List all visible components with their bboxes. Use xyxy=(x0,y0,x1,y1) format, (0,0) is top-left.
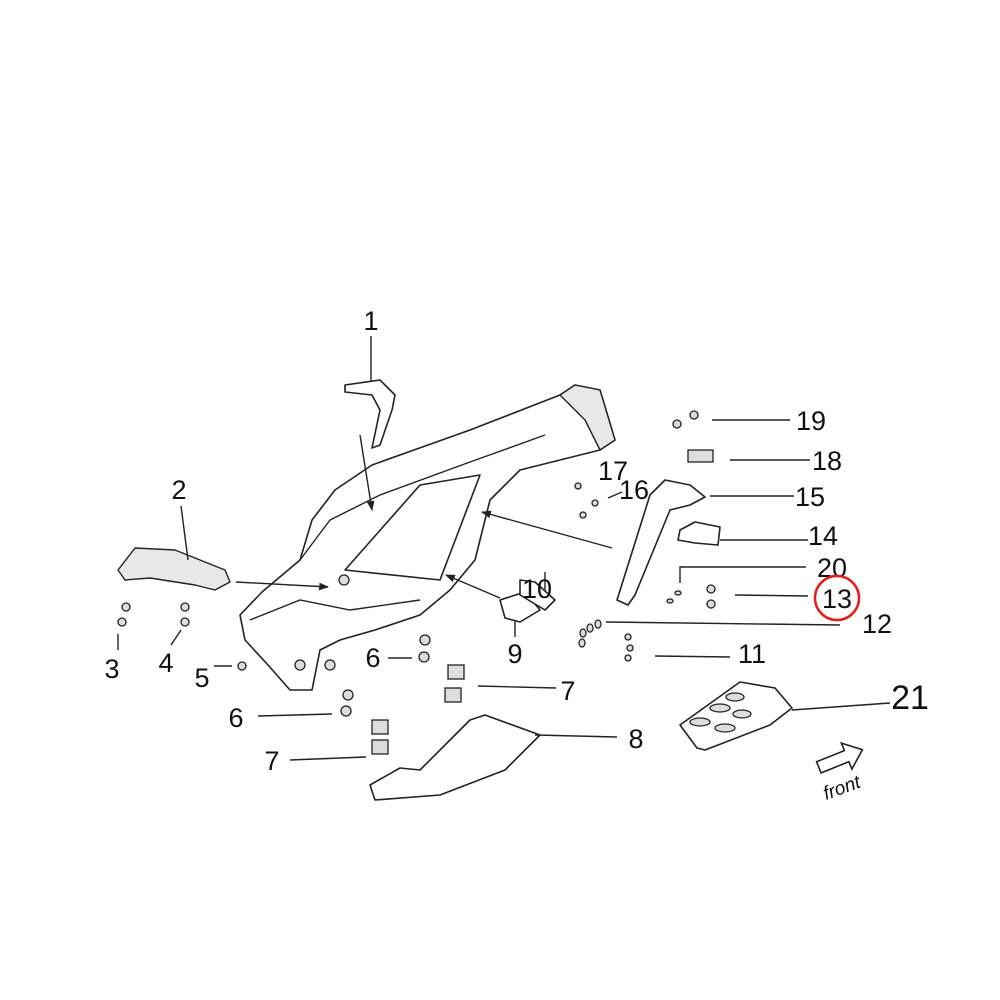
callout-7-lower[interactable]: 7 xyxy=(264,746,279,776)
hardware-6[interactable] xyxy=(340,634,431,717)
callout-6-lower[interactable]: 6 xyxy=(228,703,243,733)
skid-plate-part-8[interactable] xyxy=(369,714,541,801)
callout-8[interactable]: 8 xyxy=(628,724,643,754)
callout-21[interactable]: 21 xyxy=(891,679,929,717)
callout-19[interactable]: 19 xyxy=(796,406,826,436)
hardware-20[interactable] xyxy=(666,590,682,604)
callout-13[interactable]: 13 xyxy=(822,584,852,614)
bracket-part-15[interactable] xyxy=(616,479,706,606)
callout-12[interactable]: 12 xyxy=(862,609,892,639)
plate-part-2[interactable] xyxy=(117,547,231,591)
callout-2[interactable]: 2 xyxy=(171,475,186,505)
clip-part-18[interactable] xyxy=(687,449,714,463)
front-label: front xyxy=(821,772,865,805)
callout-3[interactable]: 3 xyxy=(104,654,119,684)
bracket-part-1[interactable] xyxy=(344,379,396,449)
hardware-17[interactable] xyxy=(574,482,582,490)
callout-6[interactable]: 6 xyxy=(365,643,380,673)
callout-18[interactable]: 18 xyxy=(812,446,842,476)
callout-7[interactable]: 7 xyxy=(560,676,575,706)
callout-9[interactable]: 9 xyxy=(507,639,522,669)
mount-part-14[interactable] xyxy=(677,521,721,546)
hardware-5[interactable] xyxy=(237,661,247,671)
callout-4[interactable]: 4 xyxy=(158,648,173,678)
hardware-11[interactable] xyxy=(624,633,634,662)
hardware-3[interactable] xyxy=(117,602,131,627)
highlight-circle xyxy=(813,574,861,622)
callout-15[interactable]: 15 xyxy=(795,482,825,512)
callout-5[interactable]: 5 xyxy=(194,663,209,693)
callout-20[interactable]: 20 xyxy=(817,553,847,583)
callout-1[interactable]: 1 xyxy=(363,306,378,336)
callout-14[interactable]: 14 xyxy=(808,521,838,551)
frame-part[interactable] xyxy=(239,384,616,691)
front-arrow-icon xyxy=(815,741,864,774)
hardware-13[interactable] xyxy=(706,584,716,609)
footrest-part-21[interactable] xyxy=(679,681,793,751)
clip-nut-7[interactable] xyxy=(371,664,465,755)
bracket-part-10[interactable] xyxy=(519,579,556,611)
callout-11[interactable]: 11 xyxy=(738,639,766,669)
hardware-16[interactable] xyxy=(579,499,599,519)
hardware-12[interactable] xyxy=(578,619,602,648)
callout-17[interactable]: 17 xyxy=(598,456,628,486)
callout-10[interactable]: 10 xyxy=(522,574,552,604)
leader-lines xyxy=(117,336,891,761)
callout-16[interactable]: 16 xyxy=(619,475,649,505)
hardware-4[interactable] xyxy=(180,602,190,627)
hardware-19[interactable] xyxy=(672,410,699,429)
